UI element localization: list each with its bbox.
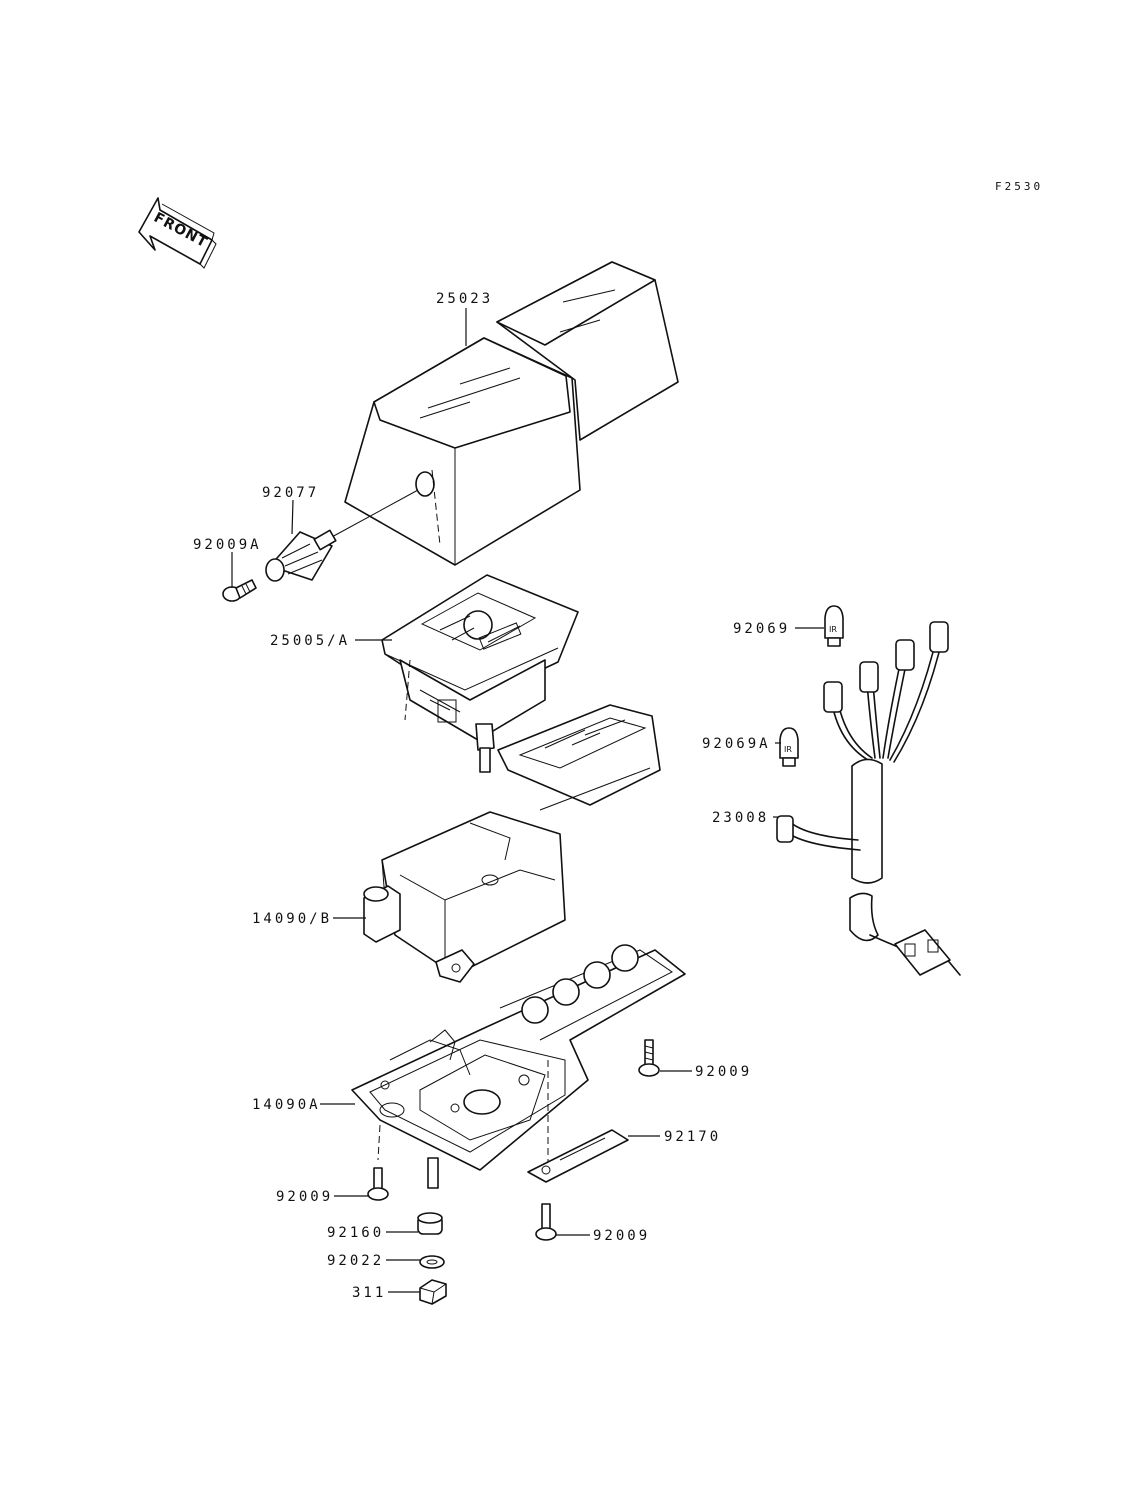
label-92170: 92170 <box>664 1129 721 1145</box>
label-311: 311 <box>352 1285 386 1301</box>
meter-case-14090B <box>363 704 661 983</box>
grommet-92160 <box>417 1212 443 1235</box>
bulb-92069: IR <box>824 605 844 647</box>
label-92077: 92077 <box>262 485 319 501</box>
label-92009-right: 92009 <box>695 1064 752 1080</box>
meter-base-14090A <box>351 944 686 1189</box>
screw-92009A <box>222 579 257 602</box>
figure-code: F2530 <box>995 180 1043 193</box>
meter-cover-25023 <box>344 261 679 566</box>
label-14090A: 14090A <box>252 1097 321 1113</box>
wiring-harness-23008 <box>776 621 961 976</box>
washer-92022 <box>419 1255 445 1269</box>
svg-text:IR: IR <box>829 625 837 634</box>
nut-311 <box>419 1279 447 1305</box>
label-92009-bottom: 92009 <box>593 1228 650 1244</box>
label-14090B: 14090/B <box>252 911 332 927</box>
label-92009A: 92009A <box>193 537 262 553</box>
svg-text:IR: IR <box>784 745 792 754</box>
label-92069A: 92069A <box>702 736 771 752</box>
label-23008: 23008 <box>712 810 769 826</box>
screw-92009-bottom <box>535 1203 557 1241</box>
screw-92009-left <box>367 1167 389 1201</box>
bulb-92069A: IR <box>779 727 799 767</box>
label-25005A: 25005/A <box>270 633 350 649</box>
label-92160: 92160 <box>327 1225 384 1241</box>
screw-92009-right <box>638 1039 660 1077</box>
trip-knob-92077 <box>265 489 419 582</box>
label-25023: 25023 <box>436 291 493 307</box>
leader-lines <box>231 308 824 1293</box>
bracket-92170 <box>527 1129 629 1183</box>
label-92009-left: 92009 <box>276 1189 333 1205</box>
label-92022: 92022 <box>327 1253 384 1269</box>
front-arrow-icon: FRONT <box>138 197 217 269</box>
label-92069: 92069 <box>733 621 790 637</box>
meter-assembly-25005A <box>381 574 579 773</box>
